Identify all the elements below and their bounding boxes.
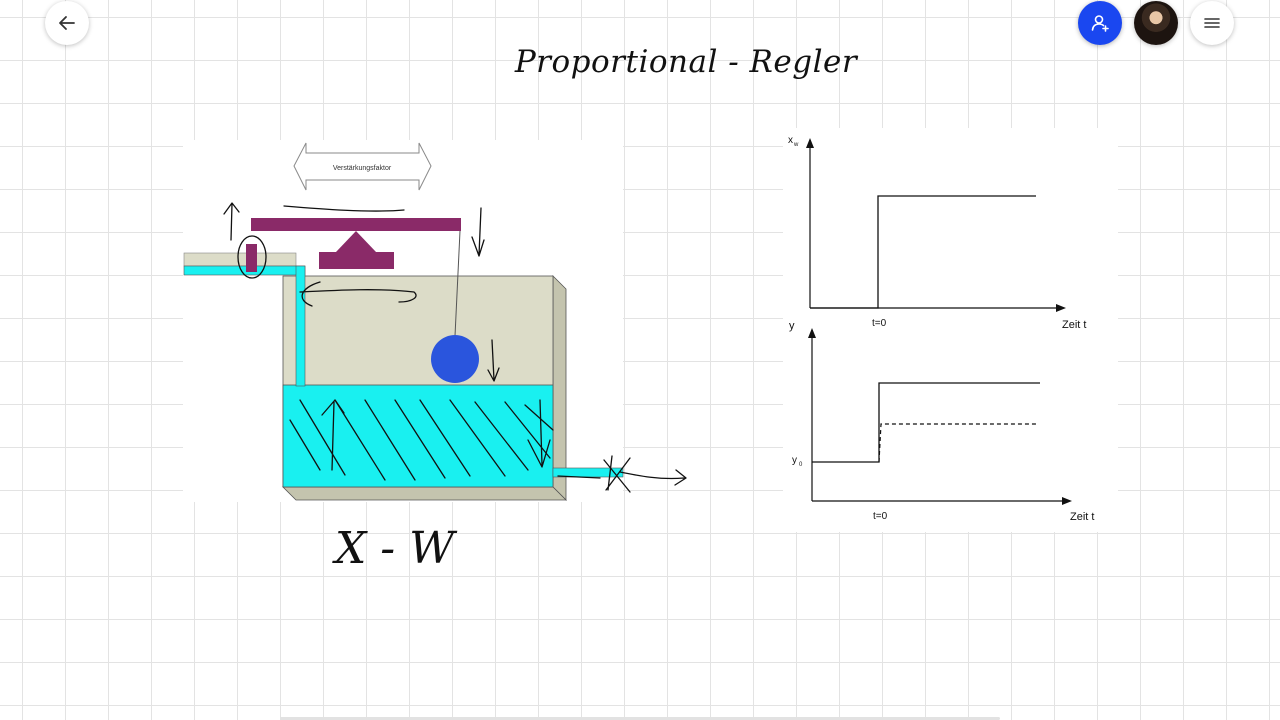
- formula-text: X - W: [332, 523, 458, 574]
- board-title: Proportional - Regler: [514, 44, 858, 80]
- arrow-left-icon: [59, 16, 75, 30]
- chart-bottom-y0-label: y: [792, 455, 797, 466]
- menu-button[interactable]: [1190, 1, 1234, 45]
- bottom-scrollbar[interactable]: [280, 717, 1000, 720]
- add-participant-button[interactable]: [1078, 1, 1122, 45]
- chart-bottom-step-line: [812, 382, 1040, 463]
- chart-top-y-subscript: w: [793, 142, 799, 148]
- valve-slider: [246, 244, 257, 272]
- chart-top-y-label: x: [788, 135, 793, 146]
- chart-top-step-line: [810, 195, 1036, 309]
- gain-double-arrow: Verstärkungsfaktor: [293, 142, 432, 191]
- lever-assembly: [246, 218, 461, 337]
- chart-top-step-label: t=0: [872, 318, 887, 329]
- chart-bottom-x-label: Zeit t: [1070, 511, 1094, 523]
- tank: [282, 275, 567, 501]
- back-button[interactable]: [45, 1, 89, 45]
- chart-bottom-dashed-line: [878, 423, 1036, 463]
- chart-top-x-label: Zeit t: [1062, 319, 1086, 331]
- chart-bottom-y-label: y: [789, 320, 795, 332]
- handwritten-annotations: [223, 202, 687, 493]
- chart-bottom-step-label: t=0: [873, 511, 888, 522]
- chart-top: [806, 138, 1066, 312]
- inflow-pipe: [183, 252, 306, 387]
- add-person-icon: [1091, 15, 1109, 32]
- chart-bottom: [808, 328, 1072, 505]
- chart-background: [783, 128, 1118, 532]
- user-avatar[interactable]: [1134, 1, 1178, 45]
- hamburger-menu-icon: [1204, 18, 1220, 28]
- chart-bottom-y0-subscript: 0: [799, 462, 803, 468]
- gain-label: Verstärkungsfaktor: [333, 165, 392, 172]
- float-ball: [431, 335, 479, 383]
